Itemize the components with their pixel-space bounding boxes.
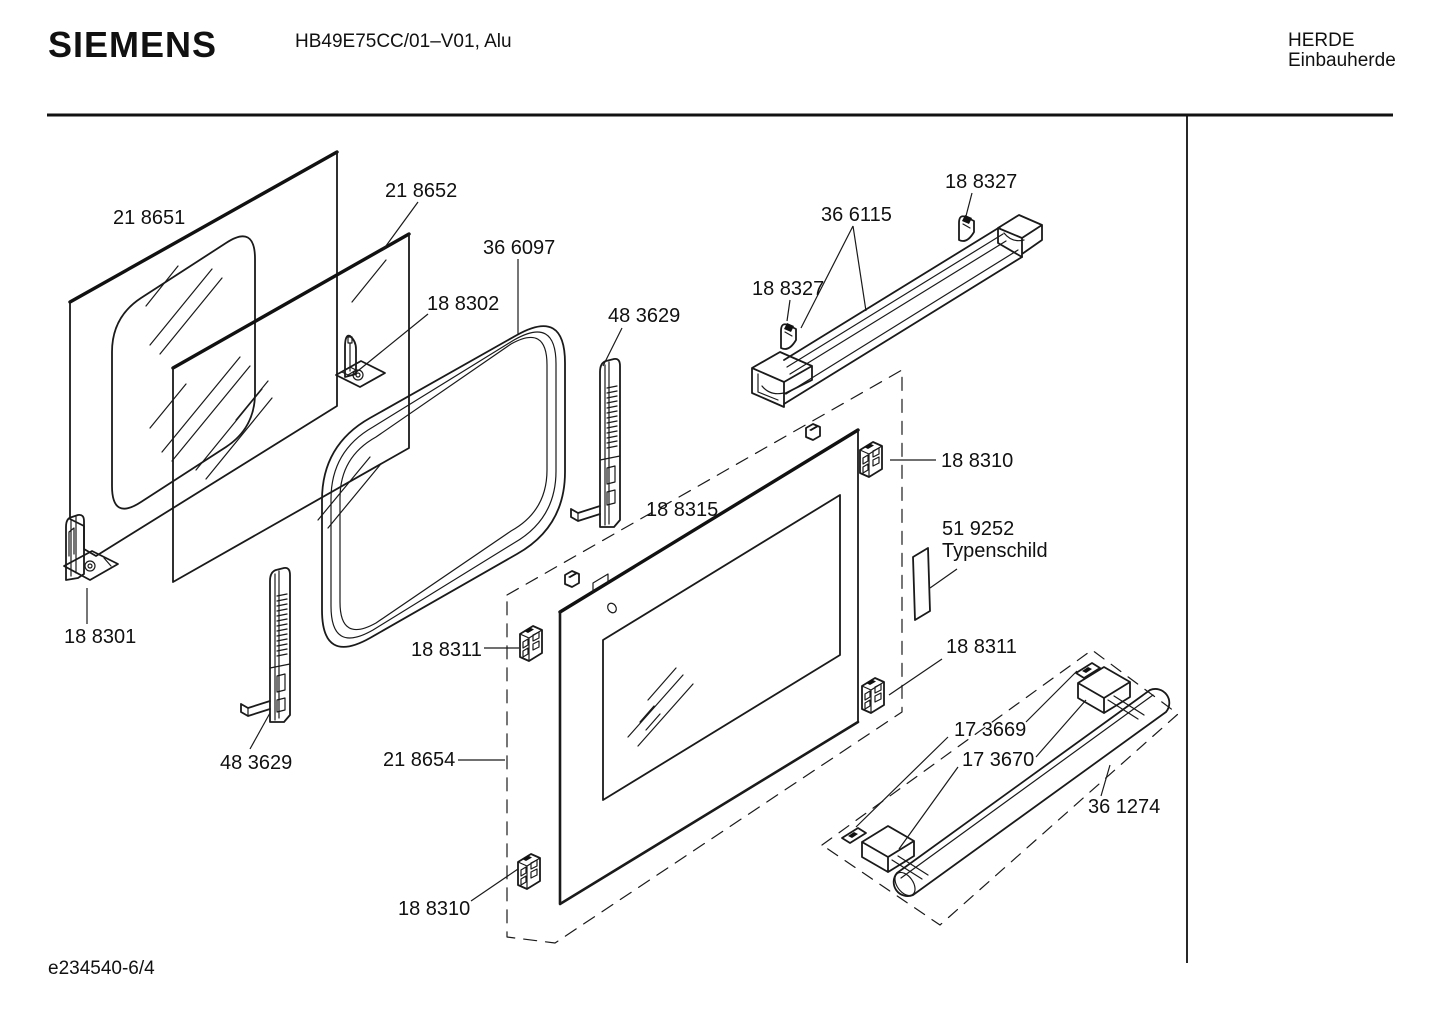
frame-gasket (321, 325, 566, 648)
part-label-218651: 21 8651 (113, 207, 185, 229)
part-labels: 21 8651 21 8652 36 6097 18 8302 48 3629 … (64, 171, 1160, 920)
inner-glass-panel (171, 232, 411, 583)
part-label-188310-top-right: 18 8310 (941, 450, 1013, 472)
part-label-366097: 36 6097 (483, 237, 555, 259)
category-line: HERDE (1288, 30, 1355, 51)
subcategory-line: Einbauherde (1288, 50, 1396, 71)
part-label-188301: 18 8301 (64, 626, 136, 648)
part-label-483629-top: 48 3629 (608, 305, 680, 327)
category-block: HERDE Einbauherde (1288, 31, 1396, 71)
corner-bracket (63, 513, 119, 581)
hinge-pin-cover-right (958, 215, 975, 242)
mounting-tab-right (805, 423, 821, 441)
part-label-361274: 36 1274 (1088, 796, 1160, 818)
clip-188310-top-right (859, 441, 883, 478)
siemens-logo: SIEMENS (48, 24, 218, 65)
clip-188310-bottom-left (517, 853, 541, 890)
model-title: HB49E75CC/01–V01, Alu (295, 31, 512, 52)
part-label-typenschild: Typenschild (942, 540, 1048, 562)
page-rules (47, 113, 1393, 963)
part-label-366115: 36 6115 (821, 204, 892, 226)
part-label-188315: 18 8315 (646, 499, 718, 521)
hinge-rail-bottom (240, 566, 291, 723)
mounting-tab-left (564, 570, 580, 588)
part-label-173670: 17 3670 (962, 749, 1034, 771)
hinge-rail-top (570, 357, 621, 528)
part-label-188311-left: 18 8311 (411, 639, 482, 661)
part-label-188302: 18 8302 (427, 293, 499, 315)
rating-plate (912, 547, 931, 621)
part-label-188327-left: 18 8327 (752, 278, 824, 300)
center-bracket (335, 334, 386, 388)
top-profile-assembly (751, 214, 1043, 408)
leader-lines (86, 192, 1111, 902)
part-label-188310-bottom-left: 18 8310 (398, 898, 470, 920)
clip-188311-left (519, 625, 543, 662)
outer-glass-panel (68, 150, 339, 557)
part-label-218654: 21 8654 (383, 749, 455, 771)
document-code: e234540-6/4 (48, 958, 155, 979)
door-outer-frame-dashed (506, 369, 903, 944)
part-label-519252: 51 9252 (942, 518, 1014, 540)
door-inner-panel (558, 428, 860, 906)
part-label-483629-bottom: 48 3629 (220, 752, 292, 774)
hinge-pin-cover-left (780, 323, 797, 350)
part-label-188327-right: 18 8327 (945, 171, 1017, 193)
part-label-218652: 21 8652 (385, 180, 457, 202)
part-label-188311-right: 18 8311 (946, 636, 1017, 658)
handle-assembly (821, 649, 1179, 926)
clip-188311-right (861, 677, 885, 714)
part-label-173669: 17 3669 (954, 719, 1026, 741)
